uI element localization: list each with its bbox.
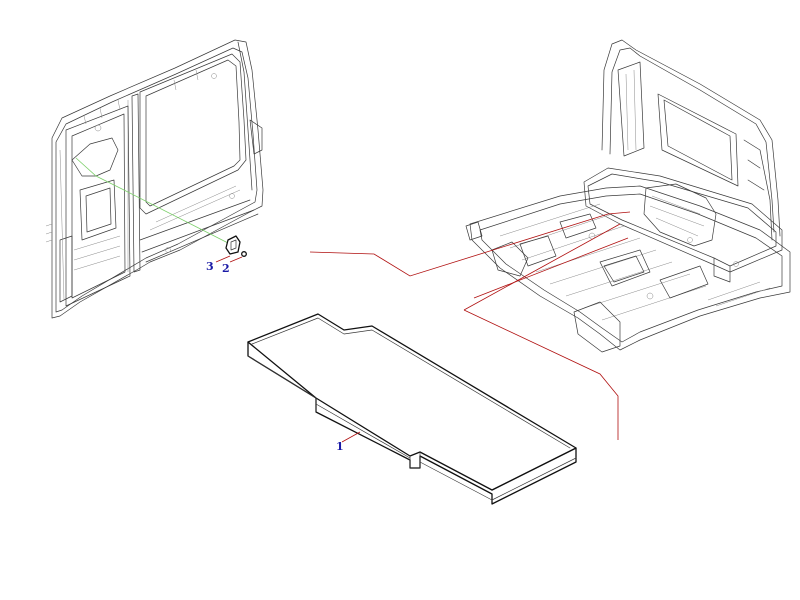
leader-line-upper xyxy=(309,211,631,277)
callout-2: 2 xyxy=(222,262,230,275)
callout-3: 3 xyxy=(206,260,214,273)
floor-mat xyxy=(247,313,577,505)
side-panel xyxy=(45,39,264,319)
callout-1: 1 xyxy=(336,440,344,453)
leader-line-lower xyxy=(463,223,621,440)
fastener xyxy=(241,251,247,257)
clip-bracket xyxy=(225,235,241,255)
van-floor-body xyxy=(465,39,791,353)
guide-line xyxy=(75,157,231,245)
